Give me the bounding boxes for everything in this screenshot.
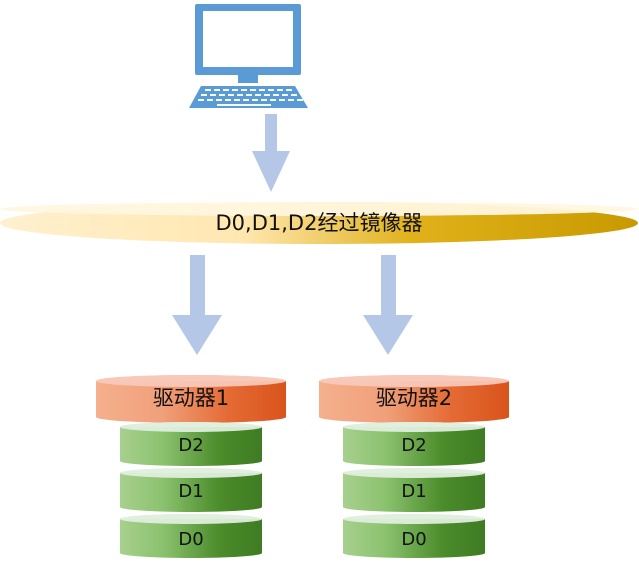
drive-2-disk-label: D1 (401, 481, 426, 502)
drive-2-disk-label: D2 (401, 435, 426, 456)
drive-1-disk-d2: D2 (120, 422, 262, 466)
drive-1-disk-label: D2 (178, 435, 203, 456)
drive-2-disk-d0: D0 (343, 514, 485, 558)
drive-2-disk-label: D0 (401, 529, 426, 550)
mirror-bus-label: D0,D1,D2经过镜像器 (216, 211, 423, 235)
drive-2-disk-d2: D2 (343, 422, 485, 466)
left-drive-arrow-icon (172, 255, 222, 355)
drive-2-label: 驱动器2 (376, 386, 452, 410)
drive-1-label: 驱动器1 (153, 386, 229, 410)
mirror-bus: D0,D1,D2经过镜像器 (0, 202, 638, 244)
right-drive-arrow-icon (363, 255, 413, 355)
computer-icon (189, 4, 308, 108)
drive-1-disk-label: D1 (178, 481, 203, 502)
drive-1-disk-d0: D0 (120, 514, 262, 558)
drive-1: 驱动器1 (96, 375, 286, 423)
drive-1-disk-label: D0 (178, 529, 203, 550)
drive-2: 驱动器2 (319, 375, 509, 423)
drive-2-disk-d1: D1 (343, 468, 485, 512)
down-arrow-icon (252, 114, 290, 192)
drive-1-disk-d1: D1 (120, 468, 262, 512)
